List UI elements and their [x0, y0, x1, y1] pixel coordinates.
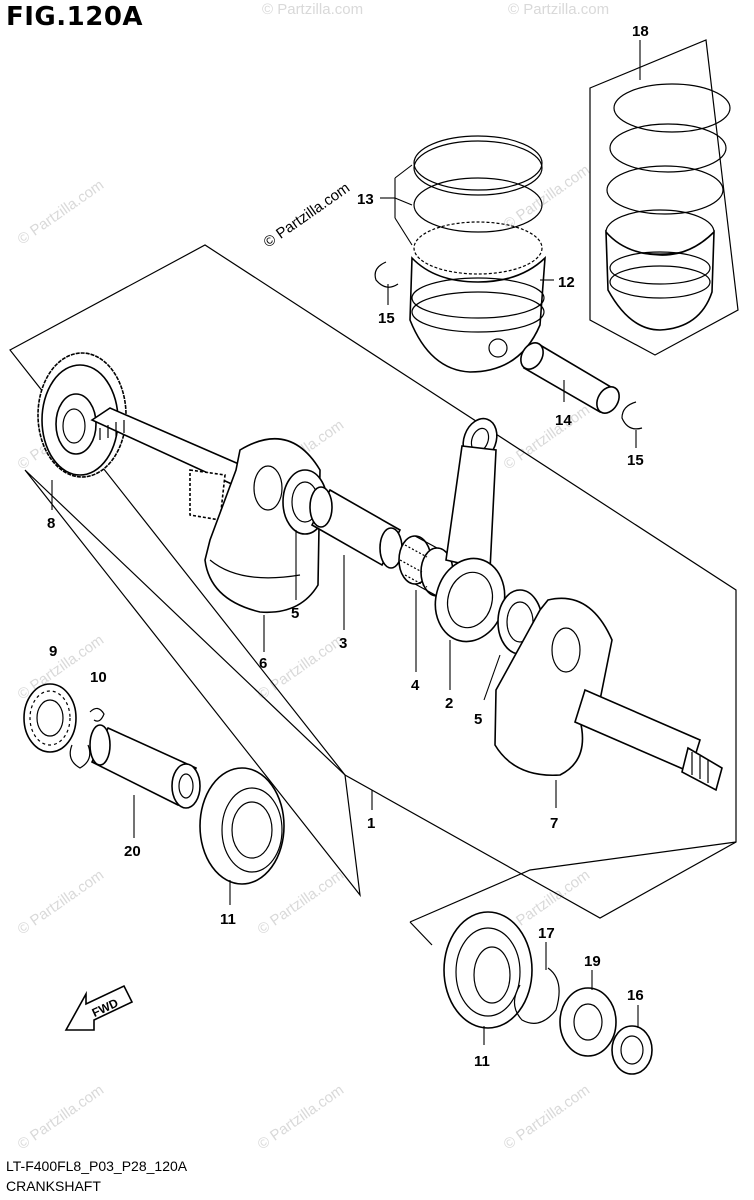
bearing-group-frame	[24, 469, 361, 898]
callout-10: 10	[90, 669, 107, 686]
connecting-rod	[434, 417, 506, 643]
watermark: © Partzilla.com	[501, 401, 594, 473]
callout-11: 11	[474, 1053, 490, 1070]
crank-pin	[309, 486, 403, 569]
piston-pin	[520, 342, 620, 414]
callout-14: 14	[555, 412, 572, 429]
callout-11: 11	[220, 911, 236, 928]
callout-15: 15	[627, 452, 644, 469]
circlip-small	[69, 707, 105, 769]
crankshaft-bearing-right	[443, 911, 533, 1029]
piston-rings	[413, 135, 543, 275]
callout-16: 16	[627, 987, 644, 1004]
callout-15: 15	[378, 310, 395, 327]
bearing-small	[23, 683, 77, 753]
callout-6: 6	[259, 655, 267, 672]
callouts: 18 13 12 15 14 15 8 5 3 6 9 10 4 2 5 7 1…	[47, 23, 649, 1070]
piston-pin-clip-right	[621, 401, 643, 430]
crankshaft-bearing-left	[199, 767, 285, 885]
watermark: © Partzilla.com	[262, 1, 363, 18]
callout-12: 12	[558, 274, 575, 291]
callout-17: 17	[538, 925, 555, 942]
callout-20: 20	[124, 843, 141, 860]
watermark: © Partzilla.com	[15, 1081, 108, 1153]
callout-8: 8	[47, 515, 55, 532]
piston	[409, 255, 546, 373]
primary-drive-gear	[37, 352, 127, 478]
callout-13: 13	[357, 191, 374, 208]
piston-kit	[605, 83, 731, 331]
leader-lines	[51, 40, 641, 1045]
watermark: © Partzilla.com	[501, 161, 594, 233]
callout-1: 1	[367, 815, 375, 832]
watermark: © Partzilla.com	[508, 1, 609, 18]
circlip-right	[513, 967, 560, 1024]
watermark: © Partzilla.com	[501, 1081, 594, 1153]
diagram-caption: CRANKSHAFT	[6, 1178, 101, 1194]
crankshaft-right	[494, 597, 723, 792]
watermark: © Partzilla.com	[255, 866, 348, 938]
callout-3: 3	[339, 635, 347, 652]
piston-pin-clip-left	[374, 261, 399, 288]
callout-19: 19	[584, 953, 601, 970]
figure-title: FIG.120A	[6, 2, 144, 32]
callout-4: 4	[411, 677, 420, 694]
watermark-overlay: © Partzilla.com	[261, 179, 354, 251]
callout-18: 18	[632, 23, 649, 40]
callout-9: 9	[49, 643, 57, 660]
callout-2: 2	[445, 695, 453, 712]
callout-5: 5	[474, 711, 482, 728]
diagram-code: LT-F400FL8_P03_P28_120A	[6, 1158, 188, 1174]
balancer-shaft	[89, 724, 201, 809]
callout-5: 5	[291, 605, 299, 622]
watermark: © Partzilla.com	[15, 176, 108, 248]
forward-direction-arrow: FWD	[64, 984, 134, 1031]
right-bearing-frame	[409, 841, 737, 923]
oil-seal	[611, 1025, 653, 1075]
watermark: © Partzilla.com	[15, 866, 108, 938]
watermark: © Partzilla.com	[255, 1081, 348, 1153]
bearing-right-small	[559, 987, 617, 1057]
watermark: © Partzilla.com	[255, 631, 348, 703]
callout-7: 7	[550, 815, 558, 832]
piston-kit-frame	[589, 39, 739, 356]
